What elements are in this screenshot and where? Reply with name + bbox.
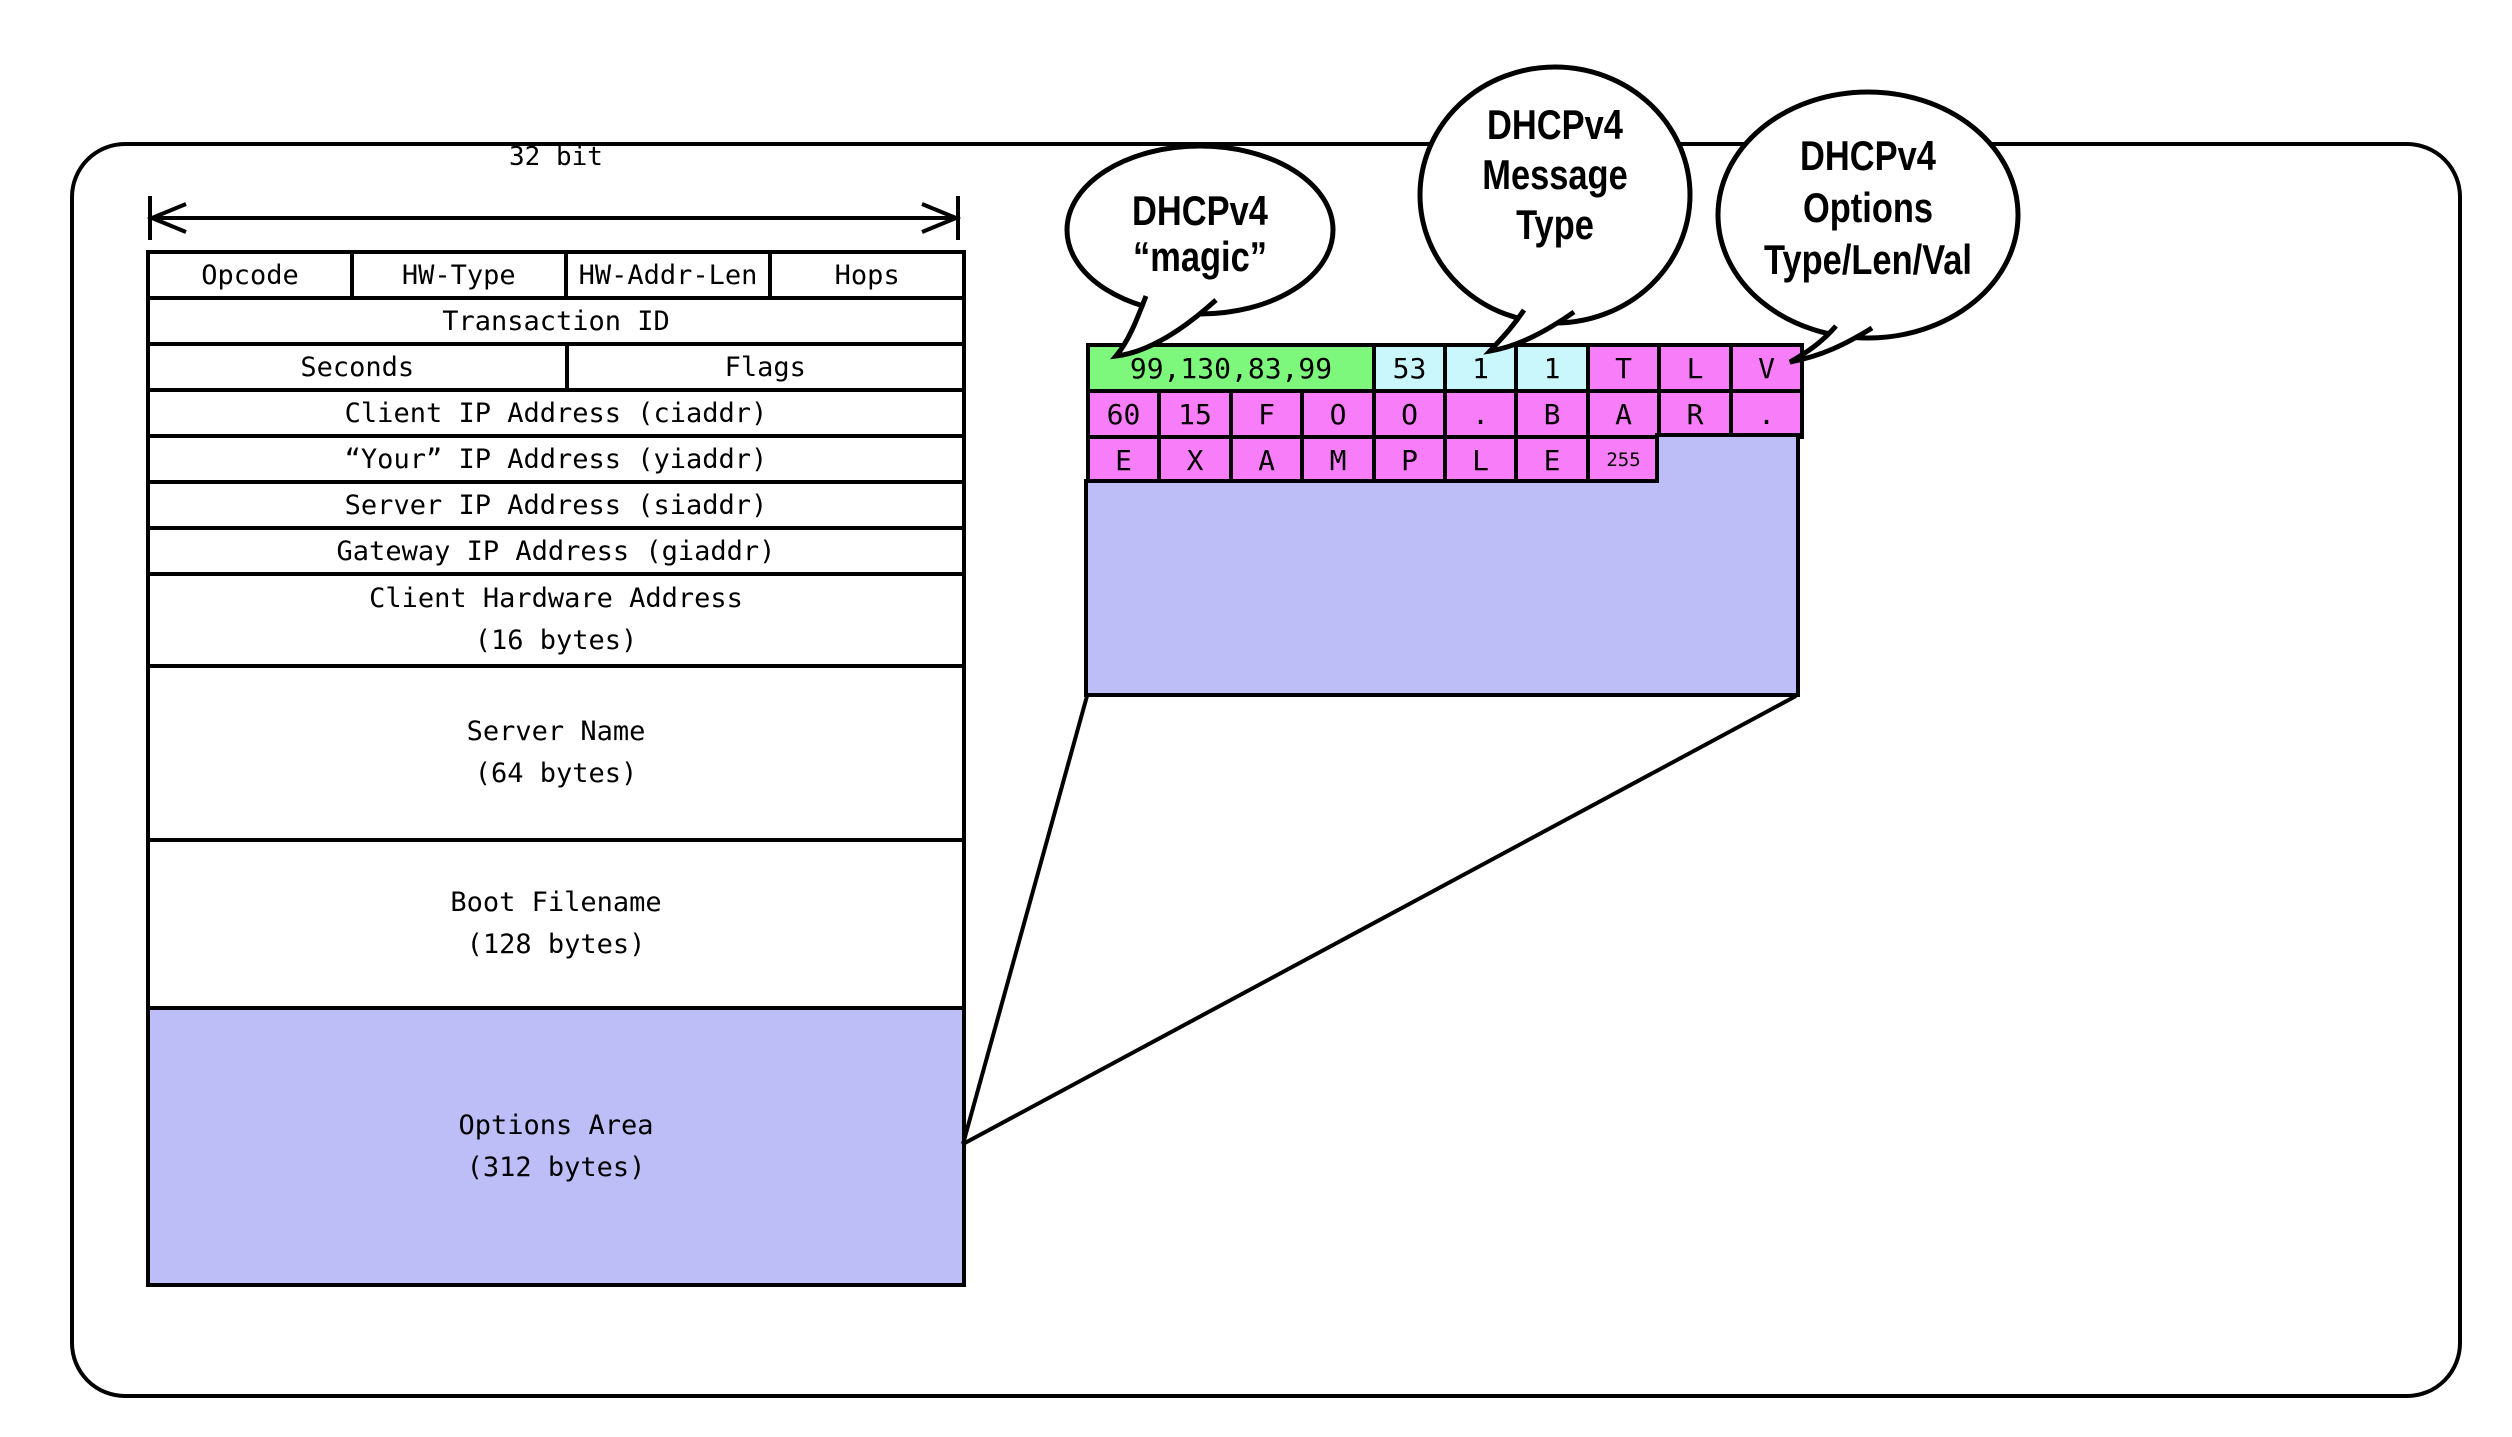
table-row-chaddr: Client Hardware Address (16 bytes) <box>146 572 966 668</box>
field-yiaddr: “Your” IP Address (yiaddr) <box>344 443 768 475</box>
table-row: Transaction ID <box>146 296 966 346</box>
table-row: Server IP Address (siaddr) <box>146 480 966 530</box>
grid-cell: P <box>1372 435 1447 485</box>
grid-cell: 15 <box>1157 389 1233 439</box>
field-hw-addr-len: HW-Addr-Len <box>563 254 769 296</box>
grid-cell: E <box>1086 435 1161 485</box>
grid-cell-magic: 99,130,83,99 <box>1086 343 1376 393</box>
field-options-sublabel: (312 bytes) <box>466 1151 646 1183</box>
table-row: Gateway IP Address (giaddr) <box>146 526 966 576</box>
field-seconds: Seconds <box>300 351 415 383</box>
field-chaddr-sublabel: (16 bytes) <box>474 625 638 656</box>
grid-cell-len1: 1 <box>1443 343 1518 393</box>
ruler-label: 32 bit <box>509 142 603 172</box>
table-row-header: Opcode HW-Type HW-Addr-Len Hops <box>146 250 966 300</box>
grid-cell: M <box>1300 435 1376 485</box>
table-row: “Your” IP Address (yiaddr) <box>146 434 966 484</box>
field-bootfile-sublabel: (128 bytes) <box>466 929 646 960</box>
callout-text-options-tlv: DHCPv4 Options Type/Len/Val <box>1737 130 1999 286</box>
callout-line: Type/Len/Val <box>1764 236 1972 283</box>
callout-line: DHCPv4 <box>1487 101 1623 148</box>
field-chaddr-label: Client Hardware Address <box>369 583 743 615</box>
field-opcode: Opcode <box>201 259 299 291</box>
callout-text-magic: DHCPv4 “magic” <box>1069 188 1331 280</box>
grid-cell: O <box>1300 389 1376 439</box>
grid-cell-option53: 53 <box>1372 343 1447 393</box>
field-hw-type: HW-Type <box>350 254 564 296</box>
table-row: Seconds Flags <box>146 342 966 392</box>
grid-cell: E <box>1514 435 1590 485</box>
field-options-label: Options Area <box>458 1109 654 1141</box>
grid-cell-T: T <box>1586 343 1661 393</box>
field-ciaddr: Client IP Address (ciaddr) <box>344 397 768 429</box>
field-transaction-id: Transaction ID <box>442 305 670 337</box>
callout-line: DHCPv4 <box>1800 132 1936 179</box>
grid-cell: . <box>1729 389 1804 439</box>
grid-cell: O <box>1372 389 1447 439</box>
grid-cell: . <box>1443 389 1518 439</box>
field-sname-label: Server Name <box>466 716 646 748</box>
table-row-server-name: Server Name (64 bytes) <box>146 664 966 842</box>
grid-cell-V: V <box>1729 343 1804 393</box>
grid-cell: 60 <box>1086 389 1161 439</box>
field-hops: Hops <box>768 254 962 296</box>
grid-cell-L: L <box>1657 343 1733 393</box>
grid-cell: A <box>1229 435 1304 485</box>
grid-cell: R <box>1657 389 1733 439</box>
callout-line: Options <box>1802 184 1934 231</box>
field-flags: Flags <box>564 346 963 388</box>
callout-line: Type <box>1516 201 1594 248</box>
grid-cell: X <box>1157 435 1233 485</box>
grid-cell: A <box>1586 389 1661 439</box>
table-row-boot-filename: Boot Filename (128 bytes) <box>146 838 966 1010</box>
grid-cell: L <box>1443 435 1518 485</box>
callout-line: DHCPv4 <box>1132 187 1268 234</box>
grid-cell-end255: 255 <box>1586 435 1661 485</box>
table-row-options-area: Options Area (312 bytes) <box>146 1006 966 1287</box>
field-bootfile-label: Boot Filename <box>450 887 662 919</box>
grid-cell-val1: 1 <box>1514 343 1590 393</box>
field-giaddr: Gateway IP Address (giaddr) <box>336 535 776 567</box>
callout-line: Message <box>1482 151 1628 198</box>
field-siaddr: Server IP Address (siaddr) <box>344 489 768 521</box>
callout-line: “magic” <box>1133 233 1267 280</box>
callout-text-message-type: DHCPv4 Message Type <box>1424 100 1686 250</box>
grid-cell: F <box>1229 389 1304 439</box>
grid-cell: B <box>1514 389 1590 439</box>
field-sname-sublabel: (64 bytes) <box>474 758 638 789</box>
table-row: Client IP Address (ciaddr) <box>146 388 966 438</box>
